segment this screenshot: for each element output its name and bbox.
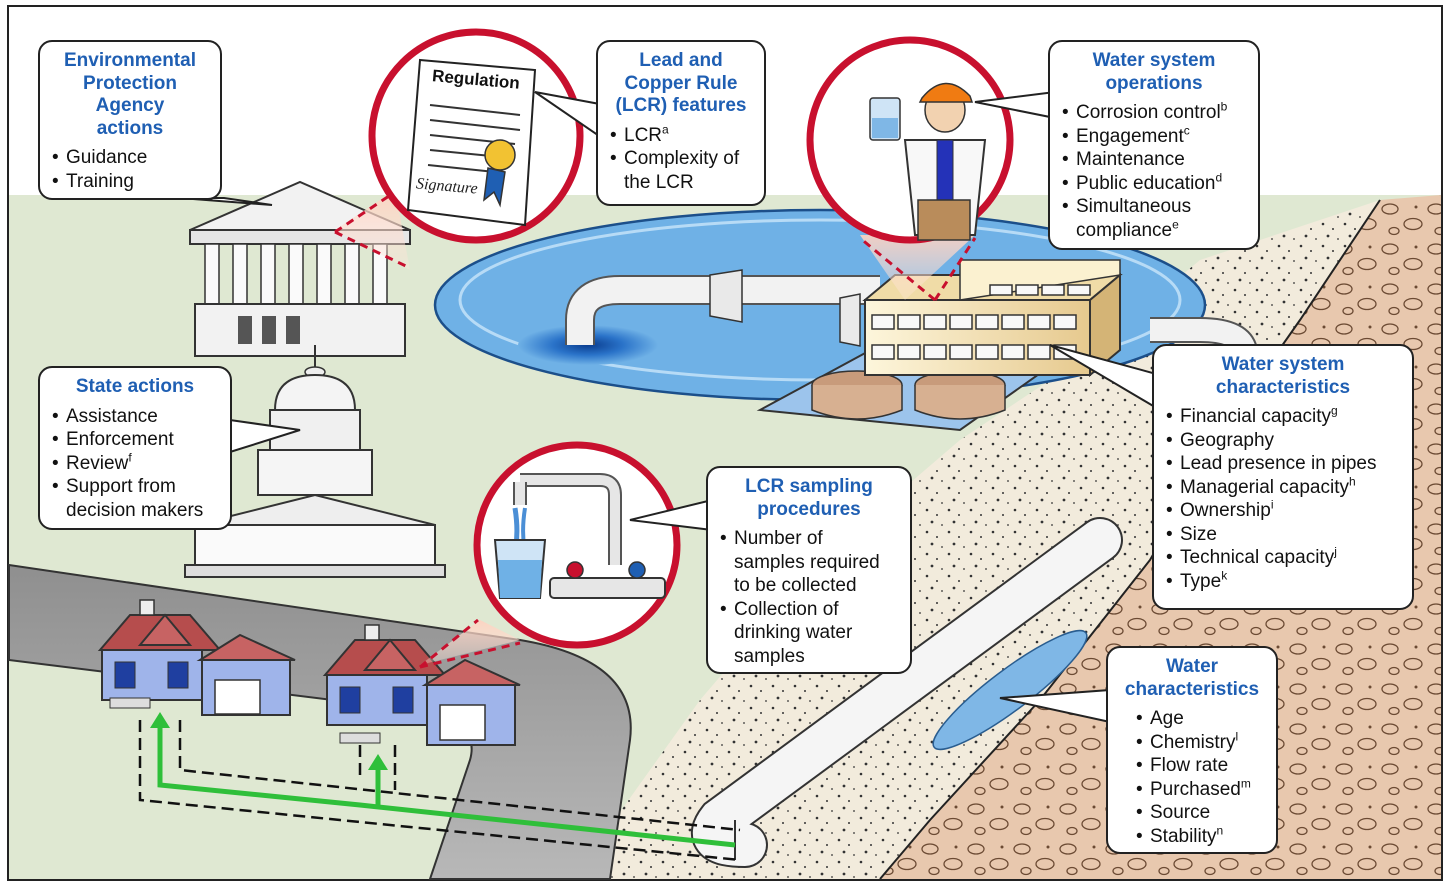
epa-actions-callout: Environmental Protection Agency actions … [38, 40, 222, 200]
list-item: Typek [1166, 569, 1400, 594]
list-item: Simultaneous compliancee [1062, 195, 1246, 242]
list-item: Support from decision makers [52, 475, 218, 522]
house-1 [97, 599, 296, 716]
list-item: Public educationd [1062, 171, 1246, 196]
list-item: Stabilityn [1136, 824, 1264, 849]
lcr-sampling-callout: LCR sampling procedures Number of sample… [706, 466, 912, 674]
list-item: Enforcement [52, 428, 218, 452]
list-item: LCRa [610, 123, 752, 148]
list-item: Technical capacityj [1166, 546, 1400, 570]
water-characteristics-list: Age Chemistryl Flow rate Purchasedm Sour… [1120, 707, 1264, 848]
list-item: Financial capacityg [1166, 405, 1400, 429]
list-item: Flow rate [1136, 754, 1264, 778]
list-item: Collection of drinking water samples [720, 598, 898, 669]
water-characteristics-title: Water characteristics [1124, 656, 1260, 700]
lcr-sampling-title: LCR sampling procedures [745, 476, 873, 520]
water-characteristics-callout: Water characteristics Age Chemistryl Flo… [1106, 646, 1278, 854]
list-item: Geography [1166, 429, 1400, 453]
lcr-features-title: Lead and Copper Rule (LCR) features [615, 50, 747, 116]
state-actions-list: Assistance Enforcement Reviewf Support f… [52, 405, 218, 523]
list-item: Complexity of the LCR [610, 147, 752, 194]
list-item: Lead presence in pipes [1166, 452, 1400, 476]
list-item: Guidance [52, 146, 208, 170]
water-system-characteristics-callout: Water system characteristics Financial c… [1152, 344, 1414, 610]
list-item: Managerial capacityh [1166, 475, 1400, 500]
list-item: Training [52, 170, 208, 194]
water-system-characteristics-title: Water system characteristics [1215, 354, 1351, 398]
list-item: Chemistryl [1136, 730, 1264, 755]
list-item: Number of samples required to be collect… [720, 527, 898, 598]
list-item: Engagementc [1062, 124, 1246, 149]
regulation-document [406, 58, 537, 227]
water-system-operations-title: Water system operations [1092, 50, 1216, 94]
lcr-features-list: LCRa Complexity of the LCR [610, 123, 752, 195]
treatment-plant [864, 299, 1091, 376]
capitol-building [184, 345, 446, 578]
list-item: Purchasedm [1136, 777, 1264, 802]
state-actions-title: State actions [75, 376, 195, 397]
flow-arrow [157, 722, 736, 848]
state-actions-callout: State actions Assistance Enforcement Rev… [38, 366, 232, 530]
epa-actions-title: Environmental Protection Agency actions [64, 50, 196, 139]
epa-actions-list: Guidance Training [52, 146, 208, 193]
lcr-sampling-list: Number of samples required to be collect… [720, 527, 898, 668]
water-system-operations-callout: Water system operations Corrosion contro… [1048, 40, 1260, 250]
water-system-characteristics-list: Financial capacityg Geography Lead prese… [1166, 405, 1400, 593]
list-item: Size [1166, 523, 1400, 547]
list-item: Ownershipi [1166, 499, 1400, 523]
house-2 [322, 624, 521, 746]
faucet-and-glass [493, 473, 666, 599]
list-item: Source [1136, 801, 1264, 825]
list-item: Maintenance [1062, 148, 1246, 172]
list-item: Age [1136, 707, 1264, 731]
list-item: Corrosion controlb [1062, 101, 1246, 125]
operator-figure [869, 82, 987, 241]
list-item: Assistance [52, 405, 218, 429]
list-item: Reviewf [52, 451, 218, 476]
lcr-features-callout: Lead and Copper Rule (LCR) features LCRa… [596, 40, 766, 206]
water-system-operations-list: Corrosion controlb Engagementc Maintenan… [1062, 101, 1246, 242]
